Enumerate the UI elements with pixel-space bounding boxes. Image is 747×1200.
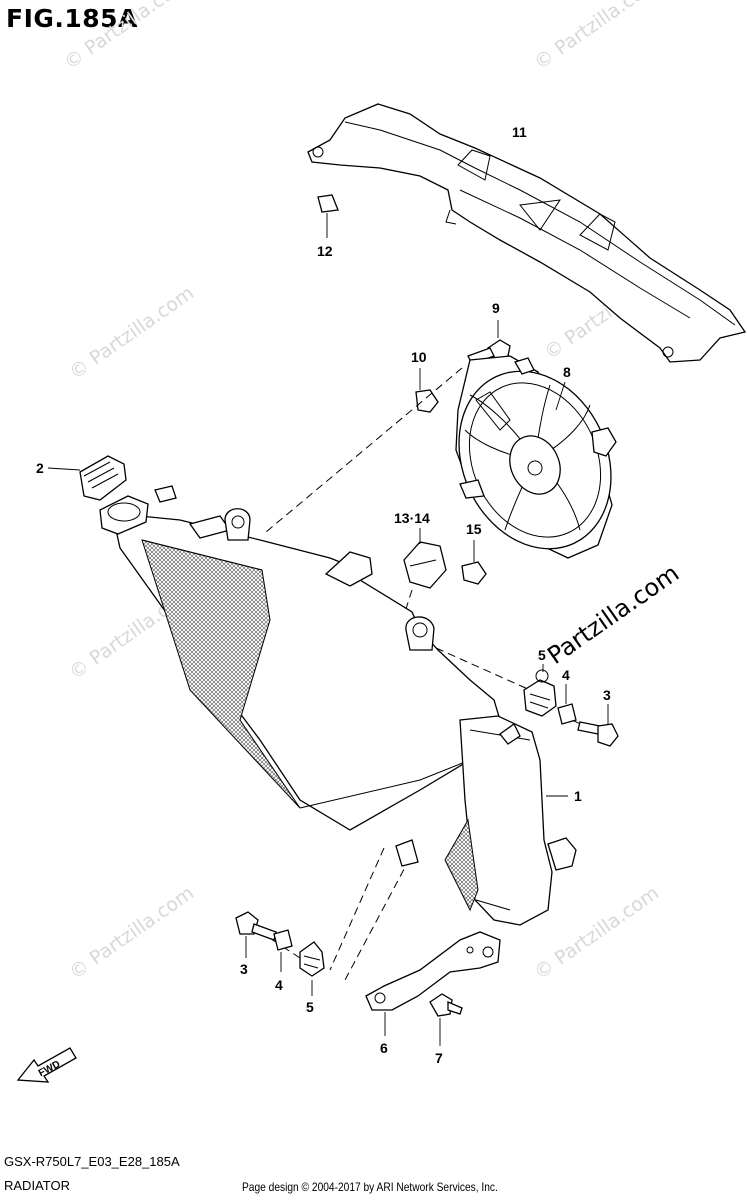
part-15-bolt [461,540,487,585]
part-11-radiator-cover [307,103,747,363]
watermark: © Partzilla.com [65,282,198,384]
callout-12: 12 [317,243,333,259]
watermark-large: Partzilla.com [542,559,684,670]
part-13-14-bracket [403,528,447,589]
copyright-notice: Page design © 2004-2017 by ARI Network S… [242,1180,498,1194]
watermark: © Partzilla.com [530,882,663,984]
callout-11: 11 [512,124,527,140]
part-12-clip [317,194,339,238]
part-4-collar-lower [273,929,293,972]
callout-3-upper: 3 [603,687,611,703]
part-2-radiator-cap [47,455,127,501]
callout-8: 8 [563,364,571,380]
part-8-cooling-fan [455,355,617,559]
callout-6: 6 [380,1040,388,1056]
callout-13-14: 13·14 [394,510,430,526]
section-name: RADIATOR [4,1178,70,1193]
callout-10: 10 [411,349,427,365]
part-5-grommet-upper [523,664,557,717]
callout-4-lower: 4 [275,977,283,993]
callout-3-lower: 3 [240,961,248,977]
callout-15: 15 [466,521,482,537]
part-3-bolt-upper [577,704,619,747]
watermark: © Partzilla.com [530,0,663,74]
callout-labels: 11 12 9 10 8 2 13·14 15 5 4 3 1 3 4 5 6 … [36,124,611,1066]
part-7-bolt [429,993,463,1046]
part-3-bolt-lower [235,911,277,958]
part-6-bracket [365,931,501,1036]
part-5-grommet-lower [299,941,325,996]
callout-2: 2 [36,460,44,476]
part-10-nut [415,368,439,413]
callout-5-upper: 5 [538,647,546,663]
watermark: © Partzilla.com [65,882,198,984]
part-4-collar-upper [557,684,577,725]
fwd-direction-arrow: FWD [16,1047,77,1083]
watermark: © Partzilla.com [60,0,193,74]
callout-1: 1 [574,788,582,804]
callout-5-lower: 5 [306,999,314,1015]
callout-4-upper: 4 [562,667,570,683]
fwd-label: FWD [37,1059,62,1079]
model-code: GSX-R750L7_E03_E28_185A [4,1154,180,1169]
callout-9: 9 [492,300,500,316]
callout-7: 7 [435,1050,443,1066]
figure-title: FIG.185A [6,4,138,33]
part-1-radiator [99,485,577,926]
